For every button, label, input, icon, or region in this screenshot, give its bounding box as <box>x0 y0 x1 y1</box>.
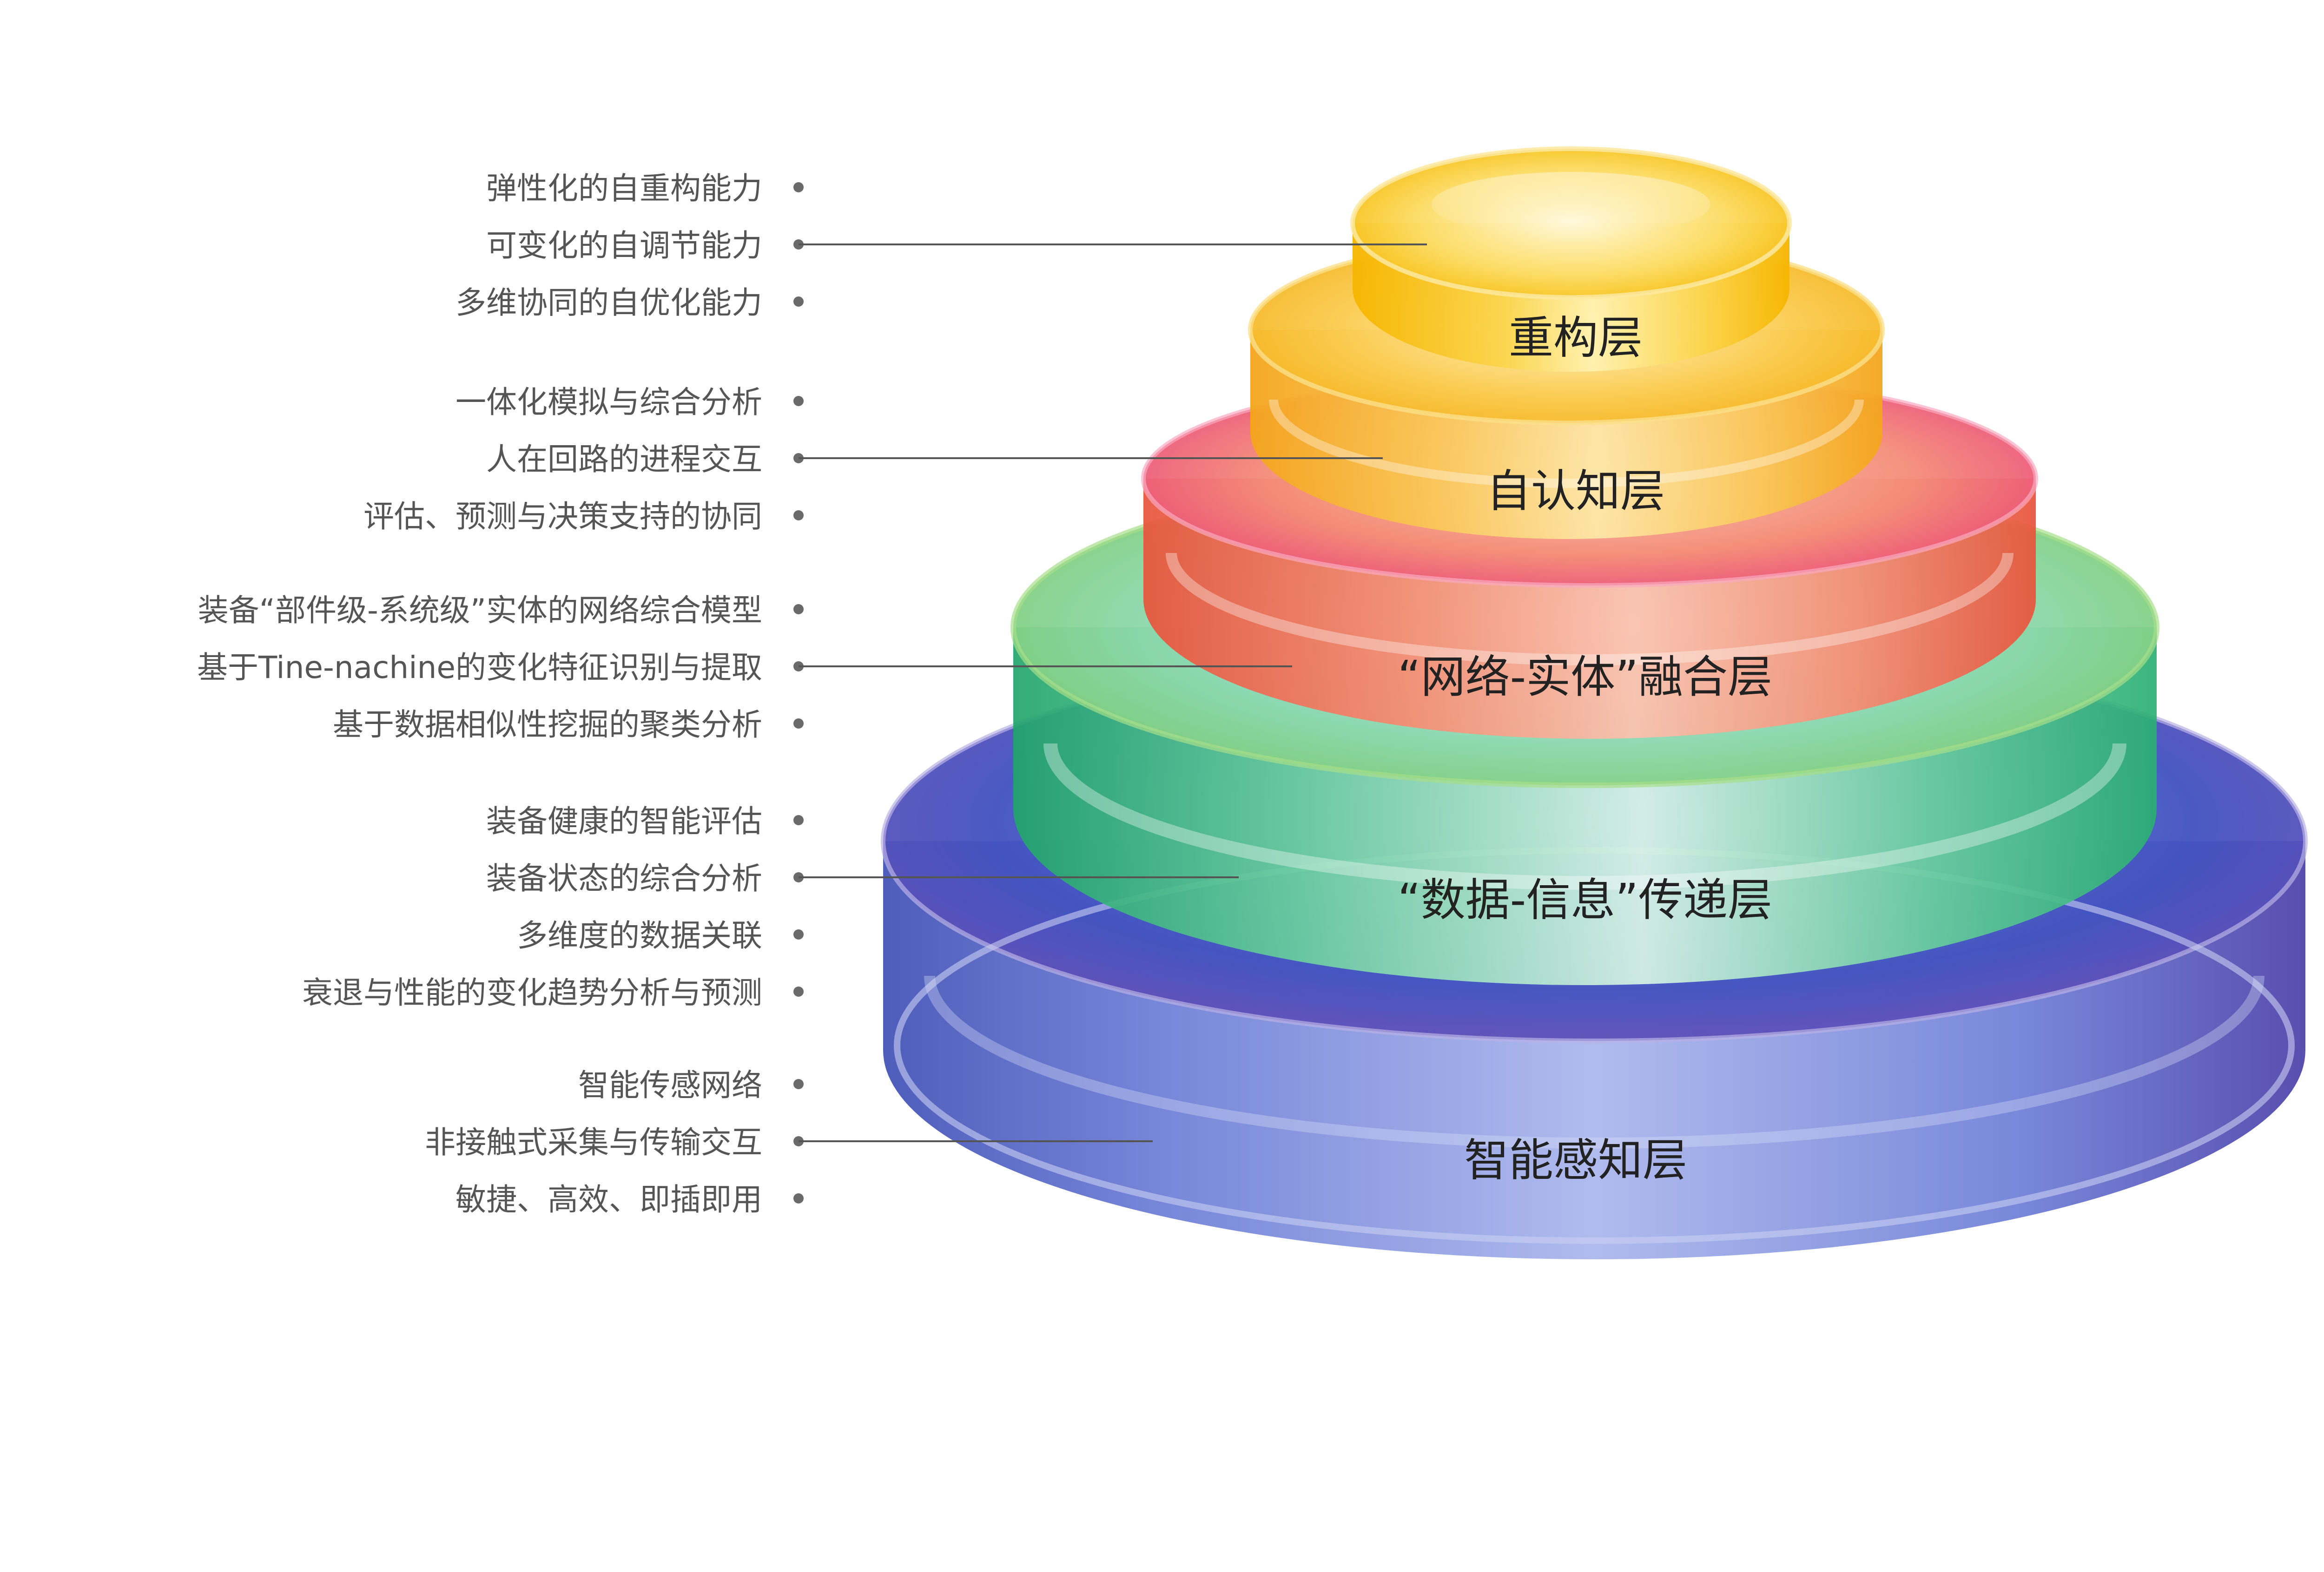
feature-label: 敏捷、高效、即插即用 <box>456 1182 762 1217</box>
bullet-dot <box>793 604 804 614</box>
feature-label: 装备“部件级-系统级”实体的网络综合模型 <box>198 592 762 628</box>
bullet-dot <box>793 182 804 192</box>
feature-label: 人在回路的进程交互 <box>486 441 762 477</box>
feature-group-intelligent-perception: 智能传感网络 非接触式采集与传输交互 敏捷、高效、即插即用 <box>425 1067 762 1217</box>
feature-label: 评估、预测与决策支持的协同 <box>363 499 762 534</box>
feature-label: 衰退与性能的变化趋势分析与预测 <box>302 975 762 1011</box>
bullet-dot <box>793 296 804 307</box>
bullet-dot <box>793 510 804 520</box>
bullet-dots <box>793 182 804 1204</box>
feature-label: 基于Tine-nachine的变化特征识别与提取 <box>197 650 762 685</box>
disk-reconstruction <box>1350 146 1792 372</box>
bullet-dot <box>793 929 804 940</box>
feature-label: 基于数据相似性挖掘的聚类分析 <box>333 707 762 743</box>
feature-group-network-entity-fusion: 装备“部件级-系统级”实体的网络综合模型 基于Tine-nachine的变化特征… <box>197 592 762 743</box>
layer-name-self-cognition: 自认知层 <box>1486 465 1665 517</box>
feature-group-self-cognition: 一体化模拟与综合分析 人在回路的进程交互 评估、预测与决策支持的协同 <box>363 384 762 534</box>
feature-label: 多维协同的自优化能力 <box>456 285 762 321</box>
feature-label: 装备健康的智能评估 <box>486 803 762 839</box>
bullet-dot <box>793 1079 804 1089</box>
feature-label: 多维度的数据关联 <box>517 918 762 954</box>
feature-label: 弹性化的自重构能力 <box>486 171 762 206</box>
feature-group-data-info-transfer: 装备健康的智能评估 装备状态的综合分析 多维度的数据关联 衰退与性能的变化趋势分… <box>302 803 762 1011</box>
feature-label: 智能传感网络 <box>578 1067 762 1103</box>
layer-name-data-info-transfer: “数据-信息”传递层 <box>1398 874 1772 926</box>
leader-lines <box>799 243 1427 1142</box>
feature-label: 一体化模拟与综合分析 <box>456 384 762 420</box>
layer-name-reconstruction: 重构层 <box>1509 312 1643 364</box>
feature-group-reconstruction: 弹性化的自重构能力 可变化的自调节能力 多维协同的自优化能力 <box>456 171 762 321</box>
layer-name-network-entity-fusion: “网络-实体”融合层 <box>1398 651 1772 703</box>
bullet-dot <box>793 987 804 997</box>
bullet-dot <box>793 1193 804 1204</box>
bullet-dot <box>793 396 804 406</box>
bullet-dot <box>793 718 804 729</box>
bullet-dot <box>793 815 804 825</box>
feature-label: 非接触式采集与传输交互 <box>425 1125 762 1160</box>
feature-label: 可变化的自调节能力 <box>486 228 762 263</box>
layer-name-intelligent-perception: 智能感知层 <box>1464 1134 1687 1186</box>
feature-label: 装备状态的综合分析 <box>486 861 762 896</box>
